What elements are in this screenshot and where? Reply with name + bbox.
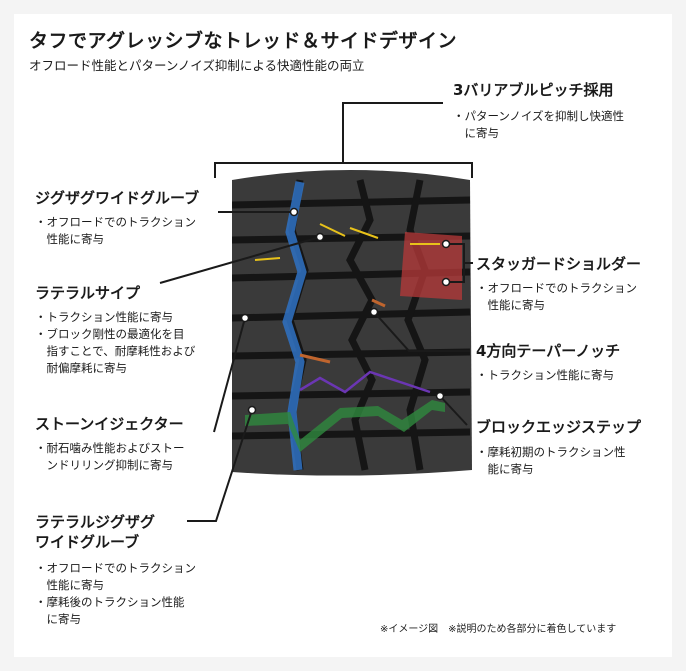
feature-stone-ejector-desc: ・耐石噛み性能およびストー ンドリリング抑制に寄与 [35, 441, 185, 472]
feature-taper-notch-desc: ・トラクション性能に寄与 [476, 368, 614, 382]
feature-zigzag-groove-desc: ・オフロードでのトラクション 性能に寄与 [35, 215, 196, 246]
feature-lateral-zigzag-title: ラテラルジグザグ ワイドグルーブ [35, 513, 156, 551]
feature-lateral-sipe-desc: ・トラクション性能に寄与 ・ブロック剛性の最適化を目 指すことで、耐摩耗性および… [35, 310, 196, 375]
feature-zigzag-groove-title: ジグザグワイドグルーブ [35, 189, 200, 207]
callout-lines [159, 102, 473, 522]
page-subtitle: オフロード性能とパターンノイズ抑制による快適性能の両立 [29, 58, 365, 73]
edge-step-highlight [299, 370, 431, 394]
feature-staggered-shoulder-title: スタッガードショルダー [476, 255, 642, 273]
feature-stone-ejector-title: ストーンイジェクター [35, 415, 184, 433]
tread-blocks [232, 179, 471, 471]
feature-lateral-zigzag-desc: ・オフロードでのトラクション 性能に寄与 ・摩耗後のトラクション性能 に寄与 [35, 561, 196, 626]
callout-dots [240, 207, 451, 415]
lateral-groove-highlight [245, 400, 445, 452]
feature-block-edge-step-desc: ・摩耗初期のトラクション性 能に寄与 [476, 445, 626, 476]
taper-notch-highlight [299, 298, 386, 364]
feature-variable-pitch-desc: ・パターンノイズを抑制し快適性 に寄与 [453, 109, 625, 140]
feature-staggered-shoulder-desc: ・オフロードでのトラクション 性能に寄与 [476, 281, 637, 312]
page-title: タフでアグレッシブなトレッド＆サイドデザイン [29, 30, 458, 52]
footnote: ※イメージ図 ※説明のため各部分に着色しています [380, 624, 617, 635]
feature-lateral-sipe-title: ラテラルサイプ [35, 284, 141, 302]
lateral-sipe-highlight [254, 223, 440, 261]
feature-variable-pitch-title: 3バリアブルピッチ採用 [453, 81, 614, 99]
feature-taper-notch-title: 4方向テーパーノッチ [476, 342, 621, 360]
feature-block-edge-step-title: ブロックエッジステップ [476, 418, 642, 436]
zigzag-groove-highlight [282, 181, 307, 471]
staggered-shoulder-highlight [400, 232, 462, 300]
